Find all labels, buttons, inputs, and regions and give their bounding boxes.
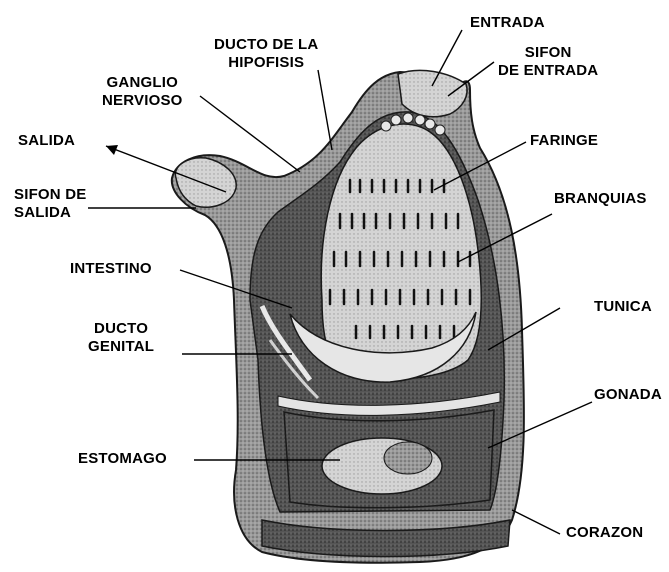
label-branquias: BRANQUIAS bbox=[554, 190, 647, 208]
inlet-siphon bbox=[398, 70, 467, 116]
label-estomago: ESTOMAGO bbox=[78, 450, 167, 468]
label-sifon-de-salida: SIFON DE SALIDA bbox=[14, 186, 86, 222]
label-corazon: CORAZON bbox=[566, 524, 643, 542]
label-ducto-genital: DUCTO GENITAL bbox=[88, 320, 154, 356]
label-entrada: ENTRADA bbox=[470, 14, 545, 32]
label-faringe: FARINGE bbox=[530, 132, 598, 150]
label-ducto-de-la-hipofisis: DUCTO DE LA HIPOFISIS bbox=[214, 36, 318, 72]
label-salida: SALIDA bbox=[18, 132, 75, 150]
label-sifon-de-entrada: SIFON DE ENTRADA bbox=[498, 44, 598, 80]
label-gonada: GONADA bbox=[594, 386, 662, 404]
label-tunica: TUNICA bbox=[594, 298, 652, 316]
label-intestino: INTESTINO bbox=[70, 260, 152, 278]
label-ganglio-nervioso: GANGLIO NERVIOSO bbox=[102, 74, 183, 110]
gonad bbox=[384, 442, 432, 474]
